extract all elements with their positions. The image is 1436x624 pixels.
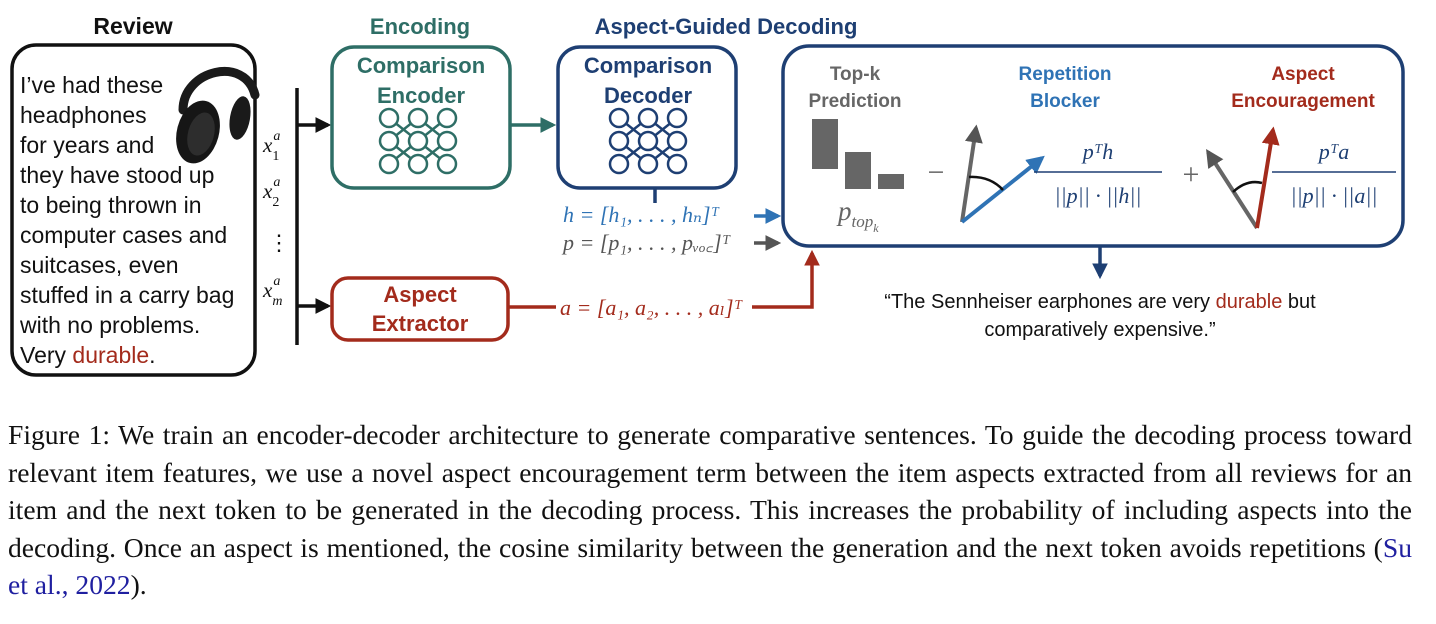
review-last-prefix: Very	[20, 342, 72, 368]
review-line: stuffed in a carry bag	[20, 282, 234, 308]
repetition-numerator: pᵀh	[1081, 139, 1114, 164]
repetition-angle-icon	[960, 124, 1045, 224]
repetition-denominator: ||p|| · ||h||	[1055, 183, 1142, 208]
caption-text: Figure 1: We train an encoder-decoder ar…	[8, 419, 1412, 563]
review-line: headphones	[20, 102, 147, 128]
topk-bar	[878, 174, 904, 189]
figure-caption: Figure 1: We train an encoder-decoder ar…	[8, 416, 1412, 604]
decoder-network-icon	[608, 107, 688, 175]
aspect-denominator: ||p|| · ||a||	[1291, 183, 1378, 208]
extractor-label-2: Extractor	[372, 311, 469, 336]
output-prefix: “The Sennheiser earphones are very	[884, 291, 1215, 313]
review-last-suffix: .	[149, 342, 155, 368]
decoder-label-1: Comparison	[584, 53, 712, 78]
review-line: I’ve had these	[20, 72, 163, 98]
review-box	[10, 43, 257, 377]
review-heading: Review	[93, 13, 172, 39]
aspect-angle-icon	[1206, 126, 1280, 230]
output-highlight-word: durable	[1216, 291, 1283, 313]
repetition-label-1: Repetition	[1019, 64, 1112, 85]
topk-bar	[845, 152, 871, 189]
decoder-label-2: Decoder	[604, 83, 692, 108]
review-last-line: Very durable.	[20, 342, 156, 368]
citation-link[interactable]: Su et al., 2022	[8, 531, 1412, 601]
p-vector: p = [p₁, . . . , pᵥₒ꜀]ᵀ	[561, 230, 731, 255]
encoder-network-icon	[378, 107, 458, 175]
review-highlight-word: durable	[72, 342, 149, 368]
caption-suffix: ).	[130, 569, 147, 601]
scoring-box	[781, 44, 1405, 248]
topk-label-1: Top-k	[830, 64, 881, 85]
encoder-label-1: Comparison	[357, 53, 485, 78]
output-line-2: comparatively expensive.”	[984, 319, 1215, 341]
review-line: they have stood up	[20, 162, 214, 188]
review-line: to being thrown in	[20, 192, 202, 218]
token-dots: ⋮	[268, 230, 290, 255]
topk-bar	[812, 119, 838, 169]
topk-label-2: Prediction	[809, 91, 902, 112]
repetition-label-2: Blocker	[1030, 91, 1100, 112]
review-line: computer cases and	[20, 222, 227, 248]
h-vector: h = [h₁, . . . , hₙ]ᵀ	[563, 202, 720, 227]
extractor-label-1: Aspect	[383, 282, 457, 307]
output-suffix: but	[1282, 291, 1316, 313]
encoding-title: Encoding	[370, 14, 470, 39]
aspect-numerator: pᵀa	[1317, 139, 1350, 164]
a-vector: a = [a₁, a₂, . . . , aₗ]ᵀ	[560, 295, 743, 320]
comparison-decoder-box[interactable]	[556, 45, 738, 190]
ptopk-symbol: ptopk	[836, 196, 879, 235]
topk-bars	[812, 119, 904, 189]
plus-sign: +	[1183, 158, 1200, 191]
architecture-diagram: Review I’ve had these headphones for yea…	[10, 13, 1405, 377]
review-line: with no problems.	[19, 312, 200, 338]
minus-sign: −	[928, 156, 945, 189]
review-line: suitcases, even	[20, 252, 179, 278]
aspect-extractor-box[interactable]	[330, 276, 510, 342]
aspect-enc-label-1: Aspect	[1271, 64, 1335, 85]
aspect-enc-label-2: Encouragement	[1231, 91, 1375, 112]
comparison-encoder-box[interactable]	[330, 45, 512, 190]
arrow-a-to-scoring	[752, 249, 820, 309]
output-line-1: “The Sennheiser earphones are very durab…	[884, 291, 1316, 313]
headphones-icon	[176, 67, 260, 164]
review-line: for years and	[20, 132, 154, 158]
decoding-title: Aspect-Guided Decoding	[595, 14, 858, 39]
encoder-label-2: Encoder	[377, 83, 465, 108]
